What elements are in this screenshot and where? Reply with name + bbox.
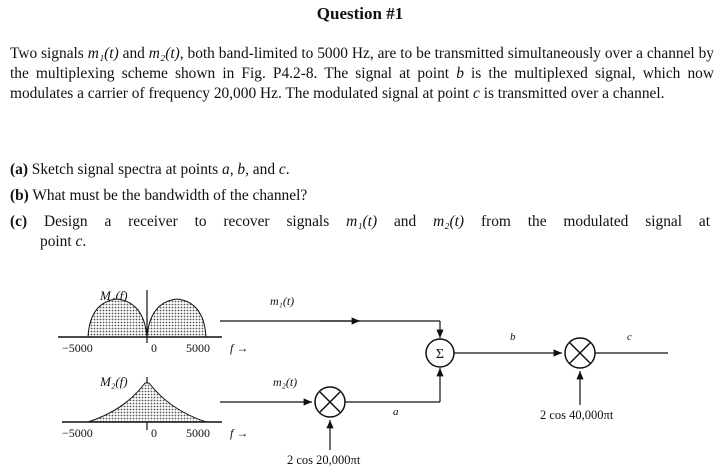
carrier1-label: 2 cos 20,000πt [287, 453, 361, 467]
spectrum-m2-right-tick: 5000 [186, 426, 210, 440]
carrier2-label: 2 cos 40,000πt [540, 408, 614, 422]
spectrum-m1-zero: 0 [151, 341, 157, 355]
spectrum-m2-peak [87, 382, 207, 423]
point-b-ref: b [456, 65, 464, 83]
signal-m1: m₁(t) [87, 45, 119, 62]
multiplier-1 [314, 386, 346, 418]
question-a-and: and [248, 161, 279, 178]
spectrum-m1-right-tick: 5000 [186, 341, 210, 355]
spectrum-m2-zero: 0 [151, 426, 157, 440]
spectrum-m2: M₂(f) −5000 0 5000 f → [62, 374, 248, 440]
spectrum-m1-lobe-left [87, 298, 148, 338]
spectrum-m1-axis: f → [230, 341, 248, 355]
summer: Σ [425, 338, 455, 368]
question-c-label: (c) [10, 213, 28, 230]
question-title: Question #1 [316, 4, 404, 23]
multiplier-1-x-b [319, 391, 341, 413]
multiplier-2 [564, 337, 596, 369]
point-b-label: b [510, 331, 516, 343]
question-b: (b) What must be the bandwidth of the ch… [10, 186, 307, 206]
question-a-vars: a, b, [222, 161, 249, 178]
spectrum-m2-axis: f → [230, 426, 248, 440]
question-c-period: . [82, 233, 87, 250]
problem-statement: Two signals m₁(t) and m₂(t), both band-l… [10, 44, 714, 105]
question-a-text: Sketch signal spectra at points [27, 161, 223, 178]
question-c-m2: m₂(t) [433, 213, 465, 230]
question-c-m1: m₁(t) [346, 213, 378, 230]
question-c-text-after: from the modulated signal at [464, 213, 711, 230]
summer-symbol: Σ [436, 347, 444, 362]
intro-text-1: Two signals [10, 45, 88, 62]
spectrum-m2-left-tick: −5000 [62, 426, 93, 440]
question-a: (a) Sketch signal spectra at points a, b… [10, 160, 290, 180]
intro-text-4: is transmitted over a channel. [479, 85, 665, 103]
signal-m1-label: m₁(t) [270, 294, 294, 308]
question-b-label: (b) [10, 187, 29, 204]
question-c-and: and [377, 213, 434, 230]
intro-text-3: is the multiplexed signal, which now mod… [10, 65, 714, 103]
question-c-line2: point [40, 233, 76, 250]
spectrum-m1-lobe-right [146, 298, 207, 338]
spectrum-m1-left-tick: −5000 [62, 341, 93, 355]
question-b-text: What must be the bandwidth of the channe… [28, 187, 308, 204]
point-c-ref: c [473, 85, 480, 103]
intro-and: and [118, 45, 149, 62]
point-c-label: c [627, 331, 632, 343]
signal-m2-label: m₂(t) [273, 375, 297, 389]
point-a-label: a [393, 406, 399, 418]
spectrum-m2-label: M₂(f) [99, 374, 128, 389]
signal-m2: m₂(t) [148, 45, 180, 62]
question-c-point: c [75, 233, 83, 250]
question-a-label: (a) [10, 161, 28, 178]
question-c: (c) Design a receiver to recover signals… [10, 212, 710, 252]
intro-text-2: , both band-limited to 5000 Hz, are to b… [10, 45, 714, 83]
multiplier-2-x-b [569, 342, 591, 364]
question-c-text: Design a receiver to recover signals [27, 213, 347, 230]
question-a-c: c [278, 161, 286, 178]
spectrum-m1: M₁(f) −5000 0 5000 f → [58, 288, 248, 355]
question-a-period: . [285, 161, 290, 178]
